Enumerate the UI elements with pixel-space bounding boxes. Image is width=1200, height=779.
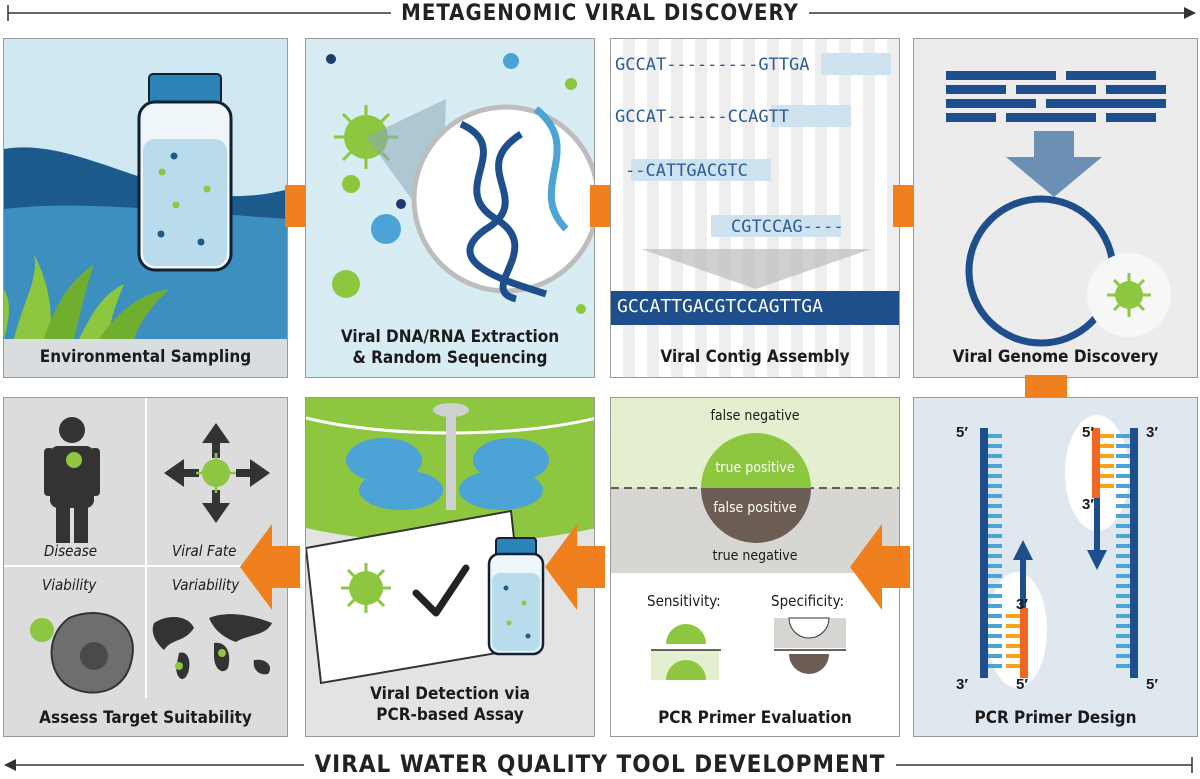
sample-bottle-icon — [137, 73, 233, 272]
header: METAGENOMIC VIRAL DISCOVERY — [0, 0, 1200, 28]
evaluation-illustration — [611, 398, 899, 680]
sensitivity-label: Sensitivity: — [647, 592, 721, 610]
assembled-contig: GCCATTGACGTCCAGTTGA — [617, 296, 823, 317]
extraction-illustration — [326, 53, 594, 314]
false-positive-label: false positive — [713, 500, 797, 516]
primer-bottom — [1006, 540, 1033, 678]
three-prime-label-bl: 3′ — [956, 676, 968, 693]
specificity-label: Specificity: — [771, 592, 845, 610]
virus-icon — [341, 563, 391, 613]
spread-arrows-icon — [164, 423, 270, 523]
extraction-label: Viral DNA/RNA Extraction & Random Sequen… — [306, 327, 594, 369]
flow-arrow-left-2 — [545, 524, 605, 610]
viability-label: Viability — [42, 576, 97, 594]
variability-label: Variability — [172, 576, 240, 594]
contig-illustration — [611, 53, 899, 325]
three-prime-label-tr: 3′ — [1146, 424, 1158, 441]
true-positive-label: true positive — [715, 460, 795, 476]
five-prime-label-tl: 5′ — [956, 424, 968, 441]
genome-illustration — [946, 71, 1171, 347]
extraction-label-line1: Viral DNA/RNA Extraction — [340, 327, 560, 347]
dna-helix-icon — [459, 106, 569, 303]
read-4: CGTCCAG---- — [731, 217, 844, 237]
three-prime-label-primer: 3′ — [1016, 596, 1028, 613]
false-negative-label: false negative — [710, 408, 800, 424]
read-1: GCCAT---------GTTGA — [615, 55, 810, 75]
flow-arrow-left-3 — [240, 524, 300, 610]
sensitivity-icon — [651, 624, 721, 680]
footer-title: VIRAL WATER QUALITY TOOL DEVELOPMENT — [0, 750, 1200, 778]
detection-label: Viral Detection via PCR-based Assay — [306, 684, 594, 726]
panel-environmental-sampling: Environmental Sampling — [3, 38, 288, 378]
environmental-sampling-label: Environmental Sampling — [39, 347, 252, 367]
five-prime-label-bm: 5′ — [1016, 676, 1028, 693]
primer-top — [1087, 428, 1114, 570]
read-3: --CATTGACGTC — [625, 161, 748, 181]
three-prime-label-mid: 3′ — [1082, 496, 1094, 513]
suitability-label: Assess Target Suitability — [39, 708, 252, 728]
five-prime-label-tm: 5′ — [1082, 424, 1094, 441]
detection-illustration — [306, 398, 594, 685]
disease-label: Disease — [44, 542, 98, 560]
primer-design-illustration — [980, 415, 1138, 688]
panel-detection: Viral Detection via PCR-based Assay — [305, 397, 595, 737]
read-2: GCCAT------CCAGTT — [615, 107, 790, 127]
page-title: METAGENOMIC VIRAL DISCOVERY — [0, 0, 1200, 28]
check-mark-icon — [412, 564, 470, 617]
cell-icon — [50, 612, 134, 694]
panel-genome-discovery: Viral Genome Discovery — [913, 38, 1198, 378]
contig-label: Viral Contig Assembly — [660, 347, 850, 367]
world-map-icon — [152, 614, 272, 680]
specificity-icon — [774, 617, 846, 674]
panel-extraction: Viral DNA/RNA Extraction & Random Sequen… — [305, 38, 595, 378]
panel-primer-evaluation: false negative true positive false posit… — [610, 397, 900, 737]
primer-design-label: PCR Primer Design — [974, 708, 1137, 728]
dna-strand-left — [980, 428, 988, 678]
footer-title-text: VIRAL WATER QUALITY TOOL DEVELOPMENT — [304, 750, 896, 778]
flow-arrow-left-1 — [850, 524, 910, 610]
panel-primer-design: 5′ 5′ 3′ 3′ 3′ 3′ 5′ 5′ PCR Primer Desig… — [913, 397, 1198, 737]
suitability-illustration — [4, 398, 287, 698]
dna-strand-right — [1130, 428, 1138, 678]
evaluation-label: PCR Primer Evaluation — [658, 708, 852, 728]
sample-bottle-icon — [487, 537, 545, 656]
person-icon — [44, 417, 100, 543]
five-prime-label-br: 5′ — [1146, 676, 1158, 693]
viral-fate-label: Viral Fate — [172, 542, 237, 560]
extraction-label-line2: & Random Sequencing — [352, 348, 548, 368]
environmental-sampling-illustration — [4, 73, 287, 377]
true-negative-label: true negative — [712, 548, 798, 564]
detection-label-line1: Viral Detection via — [370, 684, 530, 704]
virus-icon — [1107, 273, 1151, 317]
page-title-text: METAGENOMIC VIRAL DISCOVERY — [391, 1, 809, 26]
detection-label-line2: PCR-based Assay — [376, 705, 524, 725]
panel-contig-assembly: GCCAT---------GTTGA GCCAT------CCAGTT --… — [610, 38, 900, 378]
genome-label: Viral Genome Discovery — [952, 347, 1159, 367]
